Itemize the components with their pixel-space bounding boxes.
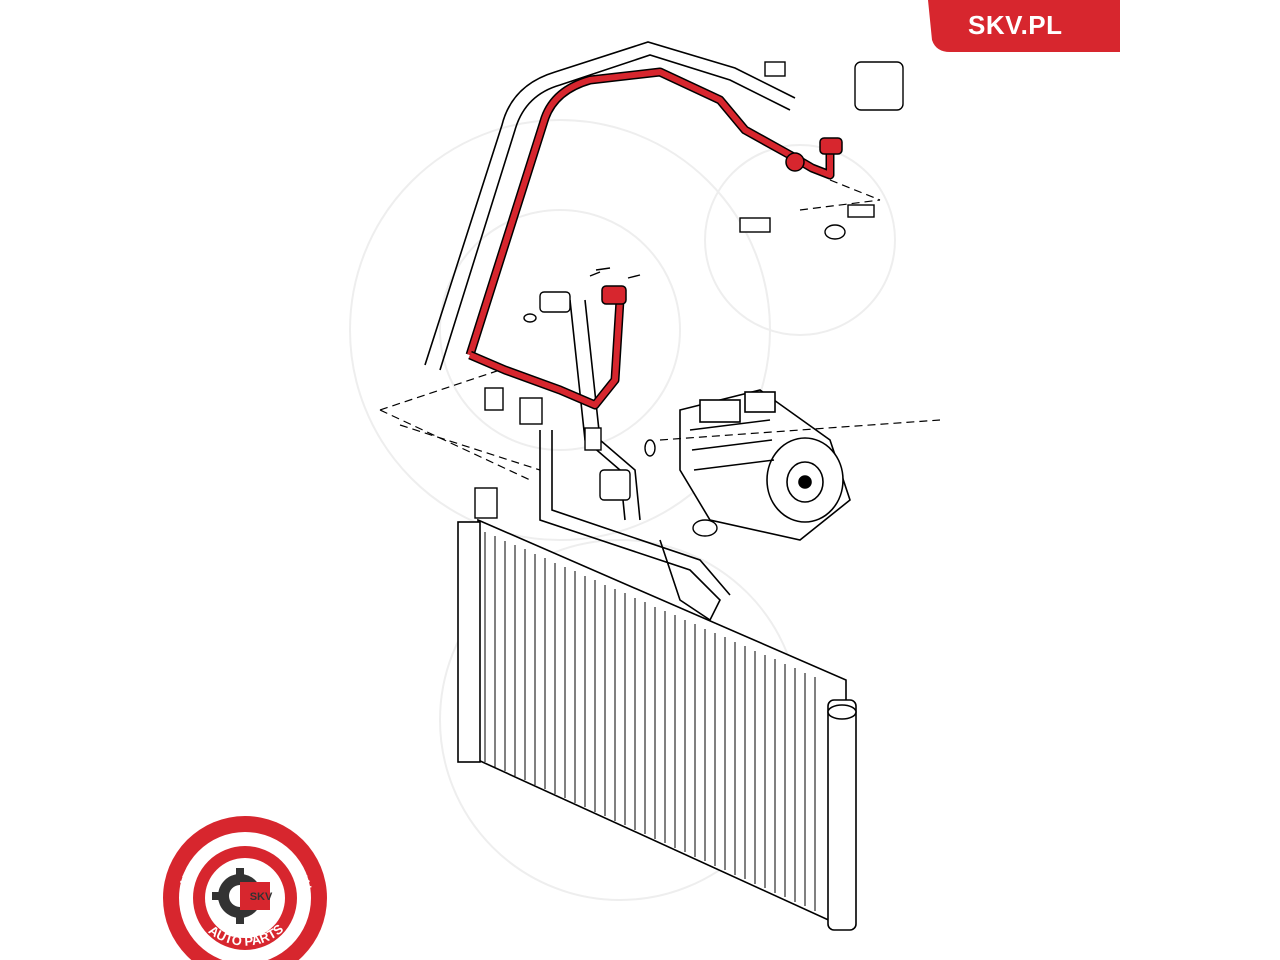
skv-seal-logo: AFTERMARKET PRICE · OE QUALITY AUTO PART… bbox=[160, 798, 327, 960]
ac-compressor bbox=[679, 389, 851, 541]
condenser bbox=[457, 518, 857, 931]
highlighted-ac-hose bbox=[465, 67, 843, 410]
seal-center-text: SKV bbox=[250, 891, 273, 903]
brand-label: SKV.PL bbox=[968, 10, 1063, 40]
fittings-and-bolts bbox=[474, 61, 904, 537]
leader-lines bbox=[379, 179, 941, 481]
gear-icon bbox=[212, 868, 270, 924]
refrigerant-lines bbox=[424, 41, 796, 622]
brand-badge bbox=[928, 0, 1120, 52]
